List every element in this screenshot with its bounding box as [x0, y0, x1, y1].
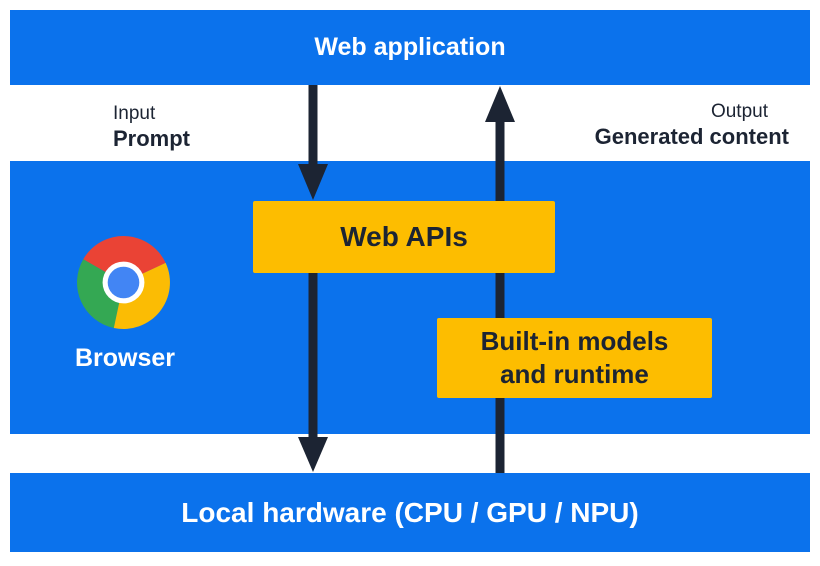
web-application-label: Web application [314, 33, 506, 61]
local-hardware-bar: Local hardware (CPU / GPU / NPU) [10, 473, 810, 552]
builtin-models-box: Built-in models and runtime [437, 318, 712, 398]
input-title: Input [113, 103, 156, 124]
chrome-logo-icon [77, 236, 170, 329]
web-apis-label: Web APIs [340, 221, 468, 252]
builtin-models-line1: Built-in models [480, 326, 669, 356]
web-apis-box: Web APIs [253, 201, 555, 273]
output-label-block: Output Generated content [595, 100, 789, 150]
local-hardware-label: Local hardware (CPU / GPU / NPU) [181, 496, 639, 528]
output-title: Output [710, 101, 768, 122]
generated-content-label: Generated content [594, 124, 789, 149]
prompt-label: Prompt [113, 126, 190, 151]
web-application-bar: Web application [10, 10, 810, 85]
input-label-block: Input Prompt [113, 102, 190, 152]
browser-label: Browser [74, 344, 176, 372]
builtin-models-line2: and runtime [500, 359, 649, 389]
